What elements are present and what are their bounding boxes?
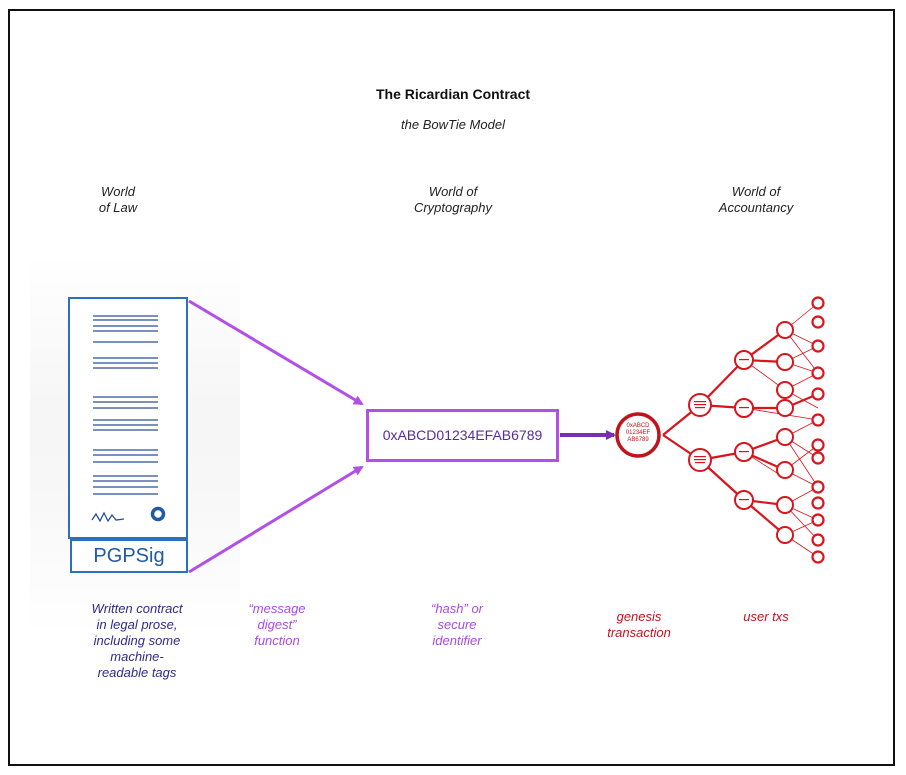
world-of-cryptography-label: World of Cryptography <box>413 184 493 215</box>
diagram-subtitle: the BowTie Model <box>401 117 505 132</box>
digest-arrow-upper <box>188 299 364 406</box>
contract-document <box>68 297 188 539</box>
node-text-marks <box>694 359 749 501</box>
signature-squiggle <box>91 511 125 523</box>
caption-hash-identifier: “hash” or secure identifier <box>430 601 484 648</box>
genesis-node-label-line: 0xABCD <box>626 423 650 429</box>
leaf-nodes <box>811 296 825 564</box>
world-of-accountancy-label: World of Accountancy <box>718 184 794 215</box>
seal-icon <box>150 506 166 522</box>
digest-arrow-lower <box>188 465 364 574</box>
genesis-node-label-line: AB6789 <box>627 437 649 443</box>
caption-user-txs: user txs <box>743 609 789 624</box>
prose-lines <box>93 315 158 495</box>
genesis-node <box>615 412 661 458</box>
caption-written-contract: Written contract in legal prose, includi… <box>91 601 183 680</box>
pgp-signature-box: PGPSig <box>70 539 188 573</box>
hash-identifier-box: 0xABCD01234EFAB6789 <box>366 409 559 462</box>
world-of-law-label: World of Law <box>98 184 138 215</box>
caption-genesis-transaction: genesis transaction <box>607 609 671 640</box>
tx-nodes <box>688 321 794 544</box>
diagram-frame <box>8 9 895 766</box>
diagram-title: The Ricardian Contract <box>375 86 531 102</box>
caption-message-digest: “message digest” function <box>248 601 306 648</box>
genesis-node-label-line: 01234EF <box>626 430 651 436</box>
